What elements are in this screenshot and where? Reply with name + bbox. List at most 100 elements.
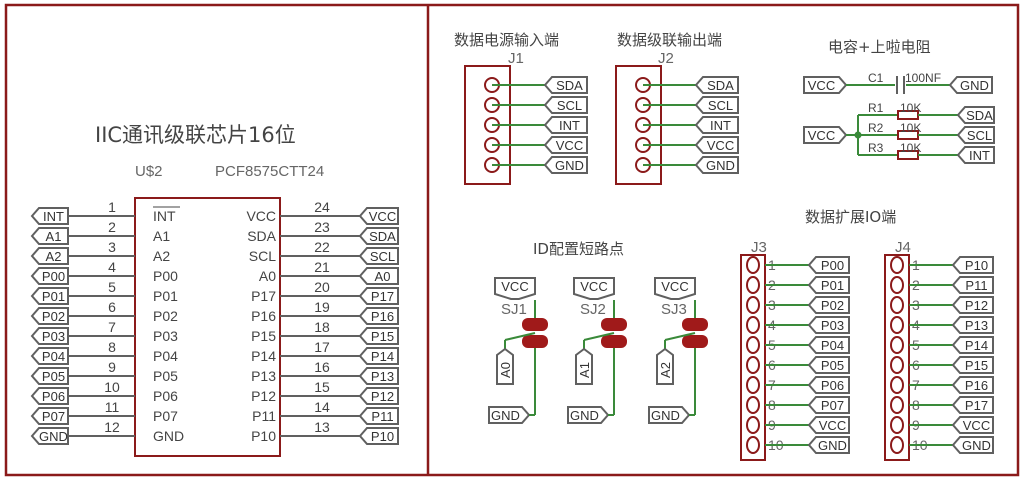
io-j3-pin xyxy=(746,276,760,294)
io-j4-net-flag xyxy=(951,336,994,354)
chip-pin-name: GND xyxy=(153,428,184,444)
io-j3-net-flag xyxy=(807,316,850,334)
chip-pin-name: P14 xyxy=(251,348,276,364)
res-vcc-label: VCC xyxy=(808,128,835,143)
chip-body xyxy=(134,197,281,457)
res-net-flag xyxy=(956,106,995,124)
connector-net-flag xyxy=(694,136,739,154)
sj-top-label: VCC xyxy=(661,279,688,294)
chip-pin-number: 12 xyxy=(104,419,120,435)
chip-net-flag xyxy=(358,427,399,445)
io-j3-net-flag xyxy=(807,336,850,354)
chip-net-label: P14 xyxy=(371,349,394,364)
chip-value: PCF8575CTT24 xyxy=(215,163,324,180)
chip-pin-number: 2 xyxy=(108,219,116,235)
chip-net-label: P12 xyxy=(371,389,394,404)
chip-pin-name: A2 xyxy=(153,248,170,264)
chip-net-label: GND xyxy=(39,429,68,444)
chip-pin-number: 15 xyxy=(314,379,330,395)
cap-value: 100NF xyxy=(905,71,941,85)
chip-net-flag xyxy=(30,307,69,325)
res-vcc-flag xyxy=(803,126,848,144)
sheet-frame xyxy=(4,3,1020,477)
io-j4-net-flag xyxy=(951,256,994,274)
connector-net-flag xyxy=(543,156,588,174)
io-j3-net-label: P02 xyxy=(821,298,844,313)
io-j3-net-flag xyxy=(807,276,850,294)
chip-net-flag xyxy=(30,367,69,385)
io-j3-pin xyxy=(746,316,760,334)
chip-pin-number: 20 xyxy=(314,279,330,295)
io-j3-pin xyxy=(746,356,760,374)
chip-pin-number: 17 xyxy=(314,339,330,355)
res-ref: R3 xyxy=(868,141,884,155)
res-value: 10K xyxy=(900,101,921,115)
res-net-flag xyxy=(956,126,995,144)
chip-pin-name: P04 xyxy=(153,348,178,364)
io-j3-net-label: GND xyxy=(818,438,847,453)
io-j3-net-label: P06 xyxy=(821,378,844,393)
solder-pad xyxy=(522,318,548,331)
id-config-block: ID配置短路点 VCCSJ1A0GNDVCCSJ2A1GNDVCCSJ3A2GN… xyxy=(488,240,708,424)
io-j3-net-label: P03 xyxy=(821,318,844,333)
chip-pin-name: P07 xyxy=(153,408,178,424)
sj-bottom-label: GND xyxy=(491,408,520,423)
sj-net-label: A1 xyxy=(577,362,592,378)
chip-pin-number: 14 xyxy=(314,399,330,415)
chip-name: U$2 xyxy=(135,163,163,180)
io-j3-pin xyxy=(746,396,760,414)
sj-top-flag xyxy=(654,277,696,300)
io-j4-net-label: P14 xyxy=(965,338,988,353)
io-j4-pin xyxy=(890,276,904,294)
chip-net-flag xyxy=(358,267,399,285)
connector-net-label: SDA xyxy=(556,78,583,93)
chip-net-label: A0 xyxy=(375,269,391,284)
sj-wire xyxy=(664,332,696,341)
connector-net-flag xyxy=(543,136,588,154)
sj-top-flag xyxy=(494,277,536,300)
io-j4-pin xyxy=(890,256,904,274)
id-config-title: ID配置短路点 xyxy=(533,240,624,258)
io-j4-net-flag xyxy=(951,296,994,314)
io-j4-net-flag xyxy=(951,276,994,294)
sj-net-flag xyxy=(575,347,593,385)
io-j3-net-flag xyxy=(807,396,850,414)
io-j3-net-label: P07 xyxy=(821,398,844,413)
io-j3-pin xyxy=(746,416,760,434)
connector-net-flag xyxy=(694,116,739,134)
io-j3-net-label: P05 xyxy=(821,358,844,373)
res-net-label: SCL xyxy=(967,128,992,143)
sj-wire xyxy=(504,332,536,341)
connector-net-flag xyxy=(543,116,588,134)
chip-pin-name: P01 xyxy=(153,288,178,304)
sj-net-flag xyxy=(496,347,514,385)
chip-net-flag xyxy=(30,207,69,225)
chip-pin-number: 6 xyxy=(108,299,116,315)
chip-pin-name: SDA xyxy=(247,228,276,244)
cap-ref: C1 xyxy=(868,71,884,85)
chip-pin-number: 1 xyxy=(108,199,116,215)
chip-title: IIC通讯级联芯片16位 xyxy=(95,123,296,147)
solder-pad xyxy=(601,335,627,348)
res-ref: R2 xyxy=(868,121,884,135)
connector-net-label: VCC xyxy=(707,138,734,153)
io-j4-net-label: GND xyxy=(962,438,991,453)
chip-net-label: A1 xyxy=(46,229,62,244)
io-j4-pin xyxy=(890,436,904,454)
cap-right-flag xyxy=(948,76,993,94)
chip-net-flag xyxy=(358,307,399,325)
io-j4-net-flag xyxy=(951,436,994,454)
io-ext-title: 数据扩展IO端 xyxy=(805,208,896,226)
sj-bottom-flag xyxy=(488,406,531,424)
chip-pin-name: SCL xyxy=(249,248,276,264)
chip-net-label: P16 xyxy=(371,309,394,324)
io-j3-net-flag xyxy=(807,436,850,454)
cap-right-label: GND xyxy=(960,78,989,93)
io-j3-pin xyxy=(746,296,760,314)
chip-net-flag xyxy=(358,327,399,345)
sj-net-label: A0 xyxy=(498,362,513,378)
solder-pad xyxy=(601,318,627,331)
power-in-ref: J1 xyxy=(508,50,524,67)
